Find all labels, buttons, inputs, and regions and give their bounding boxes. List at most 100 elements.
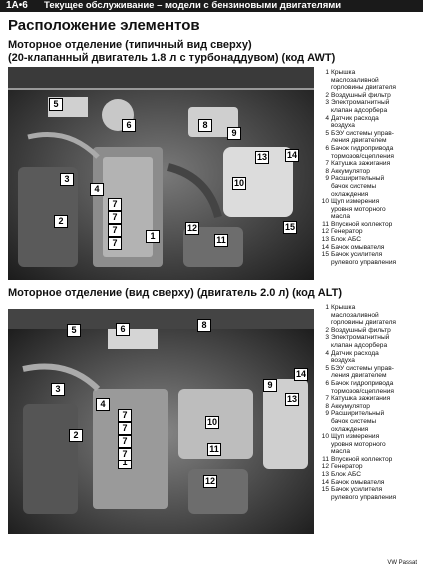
legend-text: Электромагнитный — [331, 99, 390, 107]
legend-row: тормозов/сцепления — [320, 153, 420, 161]
callout-7: 7 — [108, 198, 122, 211]
legend-row: воздуха — [320, 122, 420, 130]
legend-row: воздуха — [320, 357, 420, 365]
legend-text: Расширительный — [331, 175, 385, 183]
legend-text: рулевого управления — [331, 493, 397, 501]
legend-text: охлаждения — [331, 190, 369, 198]
legend-number: 12 — [321, 228, 329, 236]
legend-row: горловины двигателя — [320, 319, 420, 327]
legend-text: Катушка зажигания — [331, 395, 391, 403]
legend-number — [320, 259, 331, 267]
legend-text: ления двигателем — [331, 137, 387, 145]
legend-row: ления двигателем — [320, 137, 420, 145]
callout-14: 14 — [285, 149, 300, 162]
legend-number: 9 — [325, 175, 329, 183]
legend-text: тормозов/сцепления — [331, 387, 395, 395]
legend-number: 2 — [325, 91, 329, 99]
callout-5: 5 — [49, 98, 63, 111]
legend-number — [320, 312, 331, 320]
legend-number — [320, 494, 331, 502]
legend-number: 2 — [325, 326, 329, 334]
legend-number: 15 — [321, 251, 329, 259]
legend-number: 10 — [321, 198, 329, 206]
callout-15: 15 — [283, 221, 298, 234]
legend-row: масла — [320, 448, 420, 456]
callout-5: 5 — [67, 324, 81, 337]
callout-13: 13 — [255, 151, 270, 164]
callout-8: 8 — [197, 319, 211, 332]
legend-number: 15 — [321, 486, 329, 494]
legend-text: Генератор — [331, 228, 363, 236]
legend-number: 11 — [322, 455, 329, 463]
legend-text: клапан адсорбера — [331, 106, 388, 114]
legend-row: маслозаливной — [320, 312, 420, 320]
callout-6: 6 — [122, 119, 136, 132]
legend-row: клапан адсорбера — [320, 107, 420, 115]
callout-10: 10 — [232, 177, 247, 190]
callout-12: 12 — [203, 475, 218, 488]
callout-14: 14 — [294, 368, 309, 381]
legend-row: рулевого управления — [320, 259, 420, 267]
legend-text: Бачок гидропривода — [331, 379, 394, 387]
legend-number: 14 — [321, 478, 329, 486]
figure1-caption-line1: Моторное отделение (типичный вид сверху) — [8, 39, 252, 51]
legend-number — [320, 418, 331, 426]
legend-text: воздуха — [331, 357, 355, 365]
callout-12: 12 — [185, 222, 200, 235]
callout-7: 7 — [118, 448, 132, 461]
callout-13: 13 — [285, 393, 300, 406]
page-number: 1A•6 — [6, 0, 28, 11]
callout-7: 7 — [108, 224, 122, 237]
legend-number: 8 — [325, 402, 329, 410]
legend-text: Бачок усилителя — [331, 251, 383, 259]
legend-text: Впускной коллектор — [331, 220, 393, 228]
legend-text: Щуп измерения — [331, 433, 380, 441]
legend-row: бачок системы — [320, 418, 420, 426]
legend-number — [320, 213, 331, 221]
legend-text: Электромагнитный — [331, 334, 390, 342]
figure2-caption: Моторное отделение (вид сверху) (двигате… — [8, 287, 342, 299]
callout-7: 7 — [118, 435, 132, 448]
callout-1: 1 — [146, 230, 160, 243]
legend-text: маслозаливной — [331, 311, 379, 319]
legend-number: 8 — [325, 167, 329, 175]
callout-9: 9 — [263, 379, 277, 392]
legend-text: ления двигателем — [331, 372, 387, 380]
legend-text: Бачок омывателя — [331, 478, 385, 486]
legend-text: Бачок усилителя — [331, 486, 383, 494]
legend-text: рулевого управления — [331, 258, 397, 266]
legend-text: БЭУ системы управ- — [331, 364, 394, 372]
header-title: Текущее обслуживание – модели с бензинов… — [44, 0, 342, 11]
legend-number: 1 — [325, 304, 329, 311]
legend-text: Блок АБС — [331, 471, 361, 479]
legend-text: Генератор — [331, 463, 363, 471]
legend-row: горловины двигателя — [320, 84, 420, 92]
legend-text: бачок системы — [331, 417, 377, 425]
legend-number: 13 — [321, 236, 329, 244]
legend-number — [320, 137, 331, 145]
legend-text: клапан адсорбера — [331, 341, 388, 349]
legend-text: уровня моторного — [331, 205, 386, 213]
callout-4: 4 — [96, 398, 110, 411]
callout-7: 7 — [118, 409, 132, 422]
callout-3: 3 — [51, 383, 65, 396]
callout-3: 3 — [60, 173, 74, 186]
callout-11: 11 — [214, 234, 228, 247]
legend-text: Расширительный — [331, 410, 385, 418]
figure1-caption-line2: (20-клапанный двигатель 1.8 л с турбонад… — [8, 52, 336, 64]
